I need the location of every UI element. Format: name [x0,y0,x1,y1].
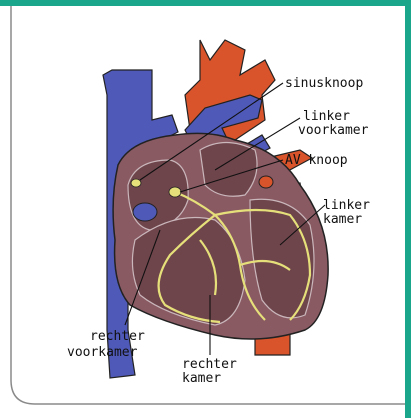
label-linker-kamer-line2: kamer [323,212,362,227]
av-node [169,187,181,197]
label-rechter-voorkamer-line2: voorkamer [67,345,138,360]
label-rechter-kamer-line1: rechter [182,357,237,372]
label-linker-kamer-line1: linker [323,198,370,213]
label-linker-voorkamer-line1: linker [303,109,350,124]
label-rechter-voorkamer-line1: rechter [90,329,145,344]
sinus-node [131,179,141,187]
label-av-knoop: AV knoop [285,153,348,168]
label-sinusknoop: sinusknoop [285,76,363,91]
label-linker-voorkamer-line2: voorkamer [298,123,369,138]
label-rechter-kamer-line2: kamer [182,371,221,386]
